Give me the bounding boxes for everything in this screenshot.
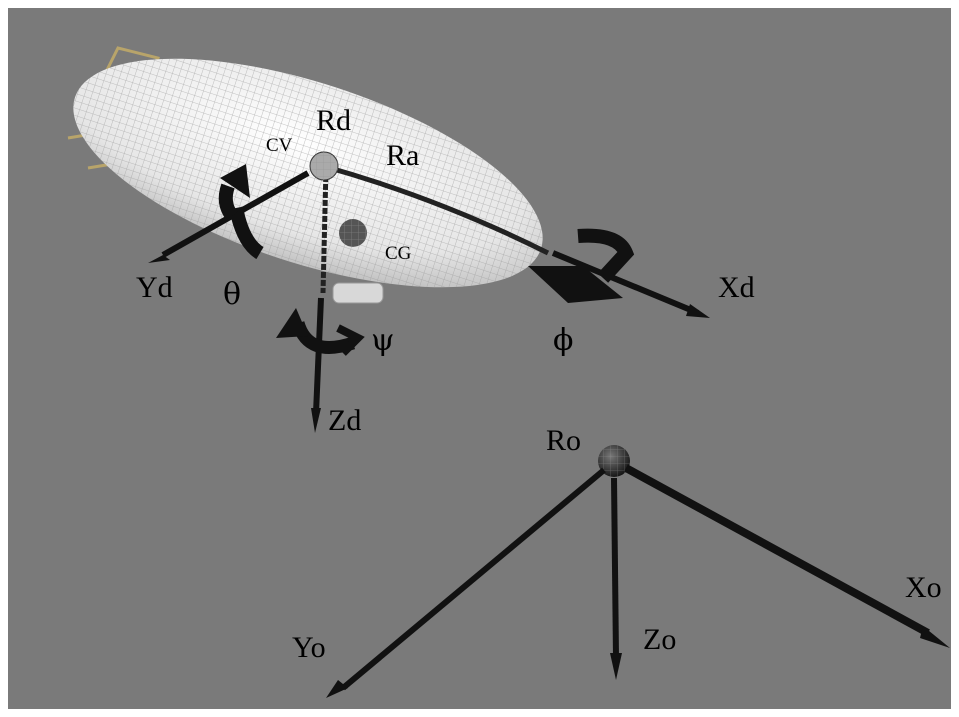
label-yo: Yo xyxy=(292,633,326,663)
diagram-svg xyxy=(8,8,951,709)
zd-axis xyxy=(311,298,321,433)
xo-axis xyxy=(626,468,950,648)
label-yd: Yd xyxy=(136,273,173,303)
label-theta: θ xyxy=(223,280,241,310)
phi-rotation-arrow xyxy=(528,236,626,303)
label-ra: Ra xyxy=(386,141,419,171)
label-phi: ϕ xyxy=(553,326,573,356)
label-ro: Ro xyxy=(546,426,581,456)
yo-axis xyxy=(326,470,604,698)
label-cv: CV xyxy=(266,136,292,155)
label-zd: Zd xyxy=(328,406,361,436)
label-zo: Zo xyxy=(643,625,676,655)
label-rd: Rd xyxy=(316,106,351,136)
label-xd: Xd xyxy=(718,273,755,303)
diagram-canvas: CV Rd Ra CG Yd θ ψ Zd Xd ϕ Ro Yo Zo Xo xyxy=(8,8,951,709)
label-xo: Xo xyxy=(905,573,942,603)
label-psi: ψ xyxy=(371,326,395,356)
zo-axis xyxy=(610,478,622,680)
label-cg: CG xyxy=(385,244,411,263)
gondola xyxy=(333,283,383,303)
